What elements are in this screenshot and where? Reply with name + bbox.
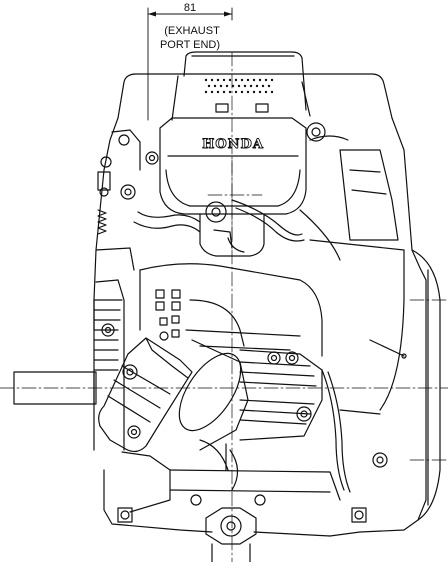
- dimension-annotation: 81 (EXHAUST PORT END): [147, 2, 233, 121]
- mid-housing: [139, 263, 323, 365]
- center-lines: [0, 51, 448, 562]
- left-components: [95, 129, 201, 271]
- drain-plug: [205, 507, 257, 545]
- oil-filler-tube: [98, 337, 249, 453]
- engine-body: [93, 117, 441, 537]
- right-details: [309, 135, 407, 359]
- dimension-note-line2: PORT END): [160, 39, 220, 51]
- crankshaft: [13, 371, 97, 405]
- top-shroud: [117, 51, 393, 142]
- lower-crankcase: [239, 349, 381, 493]
- vent-holes: [204, 78, 274, 94]
- brand-label: HONDA: [202, 137, 264, 152]
- engine-base: [117, 439, 388, 562]
- dimension-note-line1: (EXHAUST: [164, 25, 220, 37]
- shroud-bolt: [306, 122, 326, 142]
- valve-cover: HONDA: [159, 117, 307, 215]
- dimension-value: 81: [184, 2, 196, 14]
- cooling-fins: [93, 279, 138, 451]
- carburetor-area: [199, 199, 305, 257]
